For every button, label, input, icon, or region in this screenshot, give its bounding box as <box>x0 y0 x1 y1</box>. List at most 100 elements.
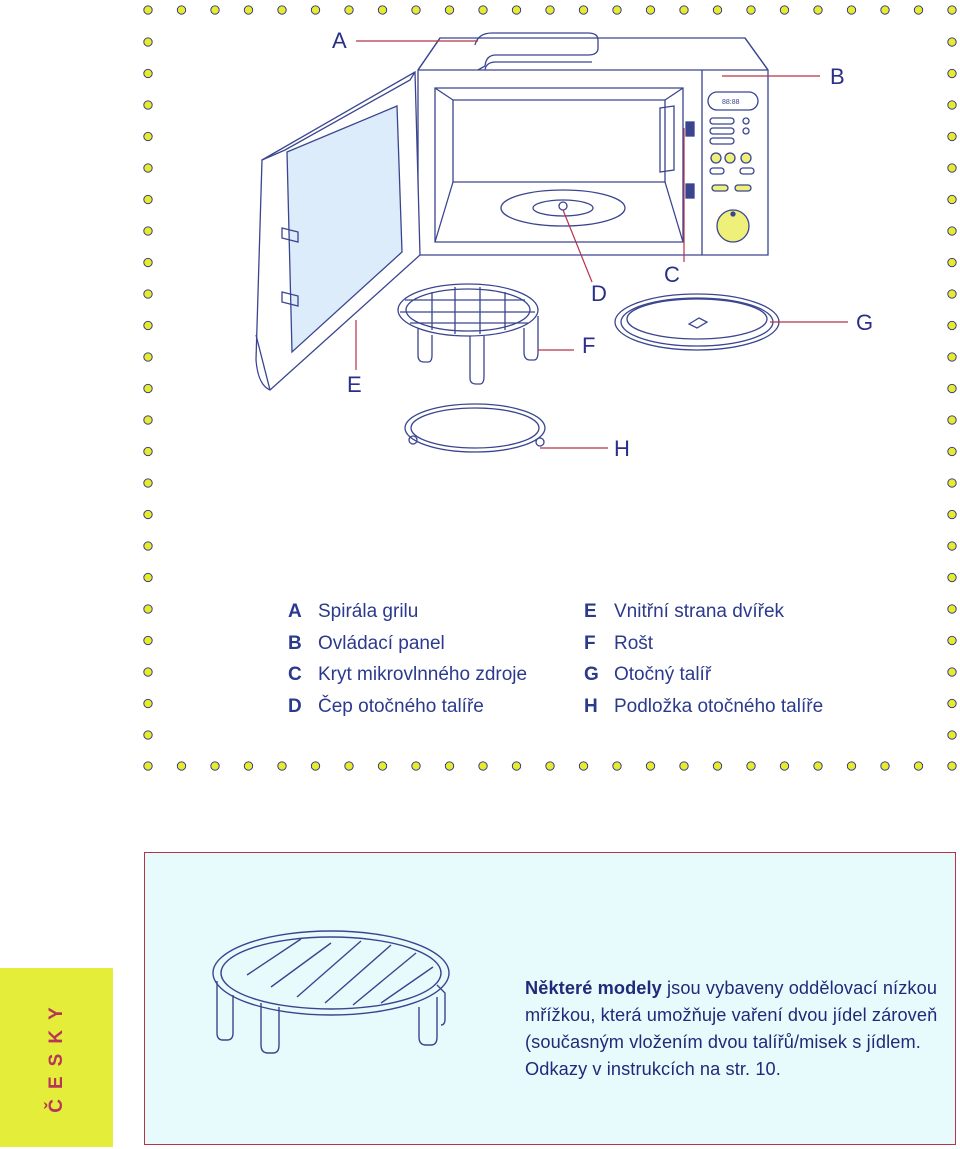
frame-dot <box>947 572 957 583</box>
frame-dot <box>143 131 153 142</box>
note-body: jsou vybaveny oddělovací nízkou mřížkou,… <box>525 978 938 1079</box>
language-tab: ČESKY <box>0 968 113 1147</box>
rack <box>397 283 539 385</box>
legend-key: H <box>584 695 598 717</box>
frame-dot <box>947 37 957 47</box>
frame-dot <box>813 5 823 15</box>
control-panel: 88:88 <box>701 70 759 255</box>
legend-label: Spirála grilu <box>318 601 419 622</box>
frame-dot <box>143 257 153 268</box>
grill-element <box>474 32 599 71</box>
frame-dot <box>143 667 153 677</box>
frame-dot <box>143 604 153 614</box>
frame-dot <box>947 761 957 771</box>
legend-item: H Podložka otočného talíře <box>584 691 823 723</box>
legend-label: Otočný talíř <box>614 664 712 685</box>
legend-key: C <box>288 664 302 685</box>
microwave-body <box>417 37 769 256</box>
frame-dot <box>947 163 957 173</box>
frame-dot <box>947 194 957 205</box>
frame-dot <box>947 289 957 299</box>
frame-dot <box>176 761 187 771</box>
frame-dot <box>612 5 622 15</box>
frame-dot <box>377 5 388 15</box>
callout-b: B <box>830 64 845 89</box>
frame-dot <box>176 5 187 15</box>
frame-dot <box>143 572 153 583</box>
frame-dot <box>947 635 957 646</box>
frame-dot <box>210 761 220 771</box>
frame-dot <box>545 5 555 15</box>
frame-dot <box>277 5 287 15</box>
dotted-frame <box>143 5 957 771</box>
frame-dot <box>143 194 153 205</box>
frame-dot <box>143 730 153 740</box>
frame-dot <box>947 415 957 425</box>
frame-dot <box>846 5 857 15</box>
frame-dot <box>210 5 220 15</box>
frame-dot <box>947 509 957 520</box>
frame-dot <box>880 761 890 771</box>
frame-dot <box>411 761 421 771</box>
frame-dot <box>779 761 790 771</box>
frame-dot <box>143 446 153 457</box>
frame-dot <box>947 68 957 79</box>
frame-dot <box>444 5 455 15</box>
frame-dot <box>143 541 153 551</box>
frame-dot <box>344 5 354 15</box>
frame-dot <box>913 5 924 15</box>
frame-dot <box>846 761 857 771</box>
frame-dot <box>779 5 790 15</box>
frame-dot <box>947 5 957 15</box>
frame-dot <box>511 761 522 771</box>
frame-dot <box>947 446 957 457</box>
frame-dot <box>947 320 957 331</box>
legend-label: Rošt <box>614 632 654 654</box>
frame-dot <box>243 761 254 771</box>
callout-g: G <box>856 310 874 335</box>
frame-dot <box>645 761 656 771</box>
frame-dot <box>612 761 622 771</box>
language-label: ČESKY <box>46 997 67 1113</box>
frame-dot <box>377 761 388 771</box>
frame-dot <box>913 761 924 771</box>
callout-a: A <box>332 28 347 53</box>
legend-label: Kryt mikrovlnného zdroje <box>318 664 528 685</box>
frame-dot <box>143 509 153 520</box>
legend-key: A <box>288 601 302 622</box>
frame-dot <box>947 604 957 614</box>
frame-dot <box>310 761 321 771</box>
legend-item: A Spirála grilu <box>288 596 527 628</box>
microwave-diagram: 88:88 <box>255 32 848 453</box>
frame-dot <box>947 667 957 677</box>
frame-dot <box>478 5 488 15</box>
frame-dot <box>578 761 589 771</box>
note-text: Některé modely jsou vybaveny oddělovací … <box>525 975 945 1083</box>
callout-f: F <box>582 333 596 358</box>
frame-dot <box>746 761 756 771</box>
frame-dot <box>143 352 153 362</box>
frame-dot <box>712 5 723 15</box>
frame-dot <box>143 383 153 394</box>
frame-dot <box>645 5 656 15</box>
legend-item: C Kryt mikrovlnného zdroje <box>288 659 527 691</box>
frame-dot <box>143 226 153 236</box>
frame-dot <box>947 100 957 110</box>
note-box: Některé modely jsou vybaveny oddělovací … <box>144 852 956 1145</box>
legend-label: Podložka otočného talíře <box>614 695 824 717</box>
frame-dot <box>947 257 957 268</box>
frame-dot <box>143 289 153 299</box>
frame-dot <box>545 761 555 771</box>
frame-dot <box>947 131 957 142</box>
frame-dot <box>880 5 890 15</box>
frame-dot <box>143 163 153 173</box>
callout-d: D <box>591 281 607 306</box>
frame-dot <box>310 5 321 15</box>
frame-dot <box>143 320 153 331</box>
frame-dot <box>511 5 522 15</box>
note-bold: Některé modely <box>525 978 662 998</box>
frame-dot <box>947 478 957 488</box>
